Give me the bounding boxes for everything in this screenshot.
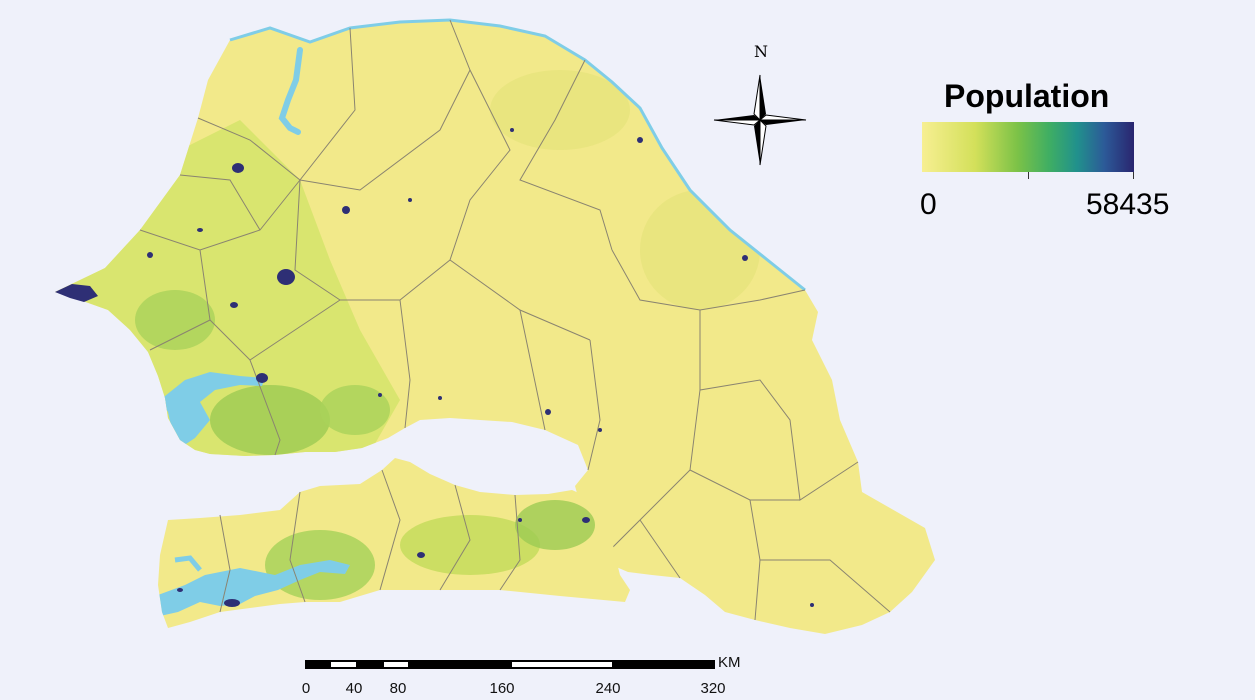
- east-valley-tint: [640, 190, 760, 310]
- legend-max-label: 58435: [1086, 188, 1170, 221]
- kaffrine-green: [320, 385, 390, 435]
- scale-label-240: 240: [595, 680, 621, 697]
- north-coast-water: [229, 18, 806, 292]
- south-landmass: [158, 458, 630, 628]
- north-admin-boundaries: [139, 19, 891, 621]
- legend-title: Population: [944, 78, 1110, 114]
- north-letter: N: [754, 42, 768, 61]
- scale-bar: [305, 660, 715, 669]
- saloum-river: [160, 372, 265, 448]
- south-admin-boundaries: [219, 469, 521, 613]
- legend-tick-mid: [1028, 172, 1029, 179]
- legend-min-label: 0: [920, 188, 937, 221]
- north-landmass: [55, 18, 935, 634]
- scale-label-320: 320: [700, 680, 726, 697]
- casamance-green-east: [515, 500, 595, 550]
- north-arrow: [713, 74, 807, 166]
- sine-saloum-green: [210, 385, 330, 455]
- peanut-basin-green: [135, 290, 215, 350]
- scale-label-80: 80: [389, 680, 407, 697]
- guiers-lake: [278, 47, 303, 135]
- legend-color-ramp: [922, 122, 1134, 172]
- legend-tick-max: [1133, 172, 1134, 179]
- scale-label-160: 160: [489, 680, 515, 697]
- scale-label-0: 0: [301, 680, 311, 697]
- scale-label-40: 40: [345, 680, 363, 697]
- casamance-river: [158, 560, 350, 616]
- urban-clusters-north: [55, 128, 814, 607]
- casamance-tributary: [174, 555, 202, 572]
- scale-unit-label: KM: [718, 654, 741, 671]
- urban-clusters-south: [177, 517, 590, 607]
- casamance-green-central: [400, 515, 540, 575]
